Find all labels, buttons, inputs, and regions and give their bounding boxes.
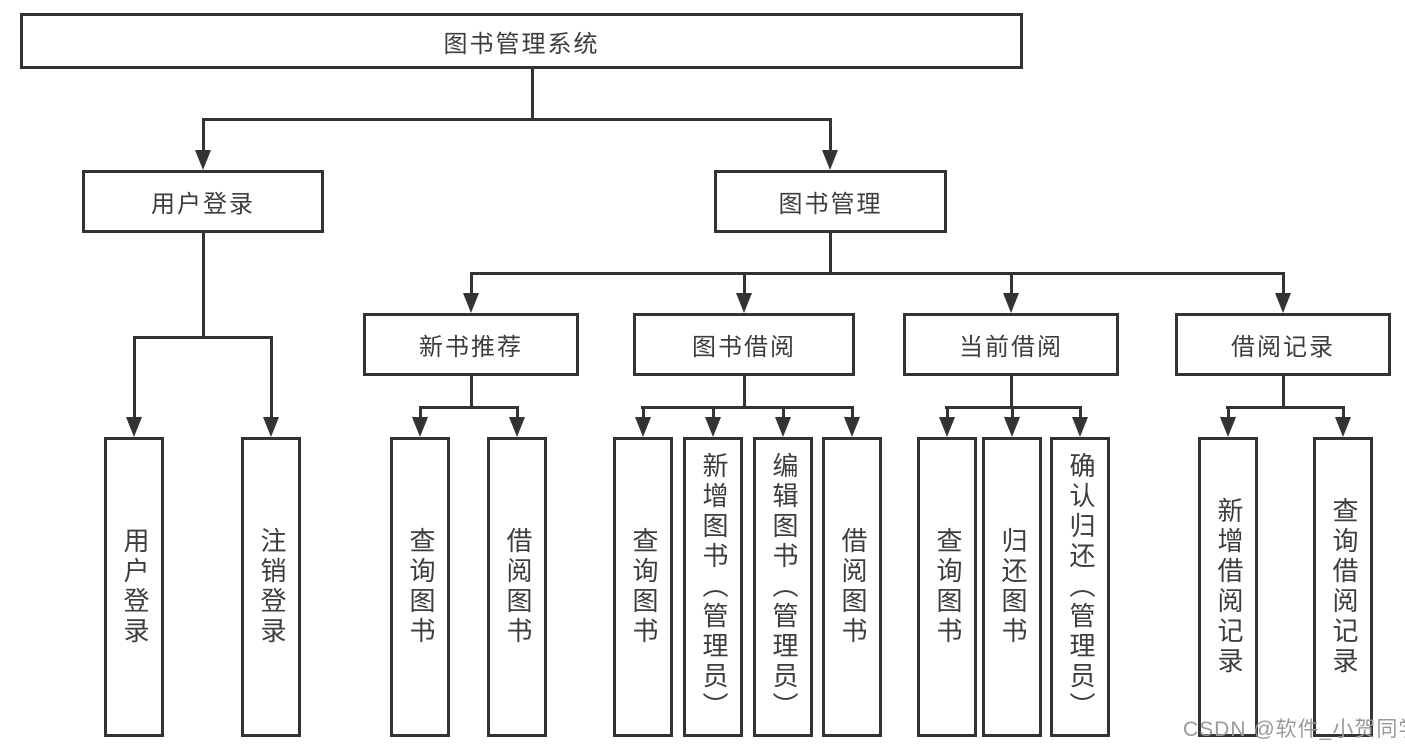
node-user-login-label: 用户登录	[151, 191, 255, 218]
arrow-down-icon	[509, 417, 525, 437]
connector-shaft-leaf	[1011, 406, 1014, 419]
arrow-down-icon	[263, 417, 279, 437]
connector-shaft-new-book	[470, 272, 473, 295]
connector-shaft-leaf	[516, 406, 519, 419]
node-current-borrow-label: 当前借阅	[959, 334, 1063, 361]
leaf-newbook-borrow-label: 借阅图书	[502, 527, 533, 647]
connector-stem-borrow-records	[1282, 376, 1285, 408]
arrow-down-icon	[1335, 417, 1351, 437]
connector-shaft-leaf	[782, 406, 785, 419]
leaf-current-confirm: 确认归还（管理员）	[1050, 437, 1110, 737]
connector-branch-borrow-records	[1226, 406, 1345, 409]
arrow-down-icon	[736, 293, 752, 313]
leaf-logout-label: 注销登录	[256, 527, 287, 647]
connector-stem-new-book	[470, 376, 473, 408]
leaf-newbook-query-label: 查询图书	[405, 527, 436, 647]
connector-shaft-leaf	[712, 406, 715, 419]
connector-shaft-book-borrow	[743, 272, 746, 295]
leaf-borrow-add: 新增图书（管理员）	[683, 437, 743, 737]
connector-branch-level3	[470, 272, 1285, 275]
leaf-user-login-label: 用户登录	[119, 527, 150, 647]
connector-shaft-leaf	[419, 406, 422, 419]
connector-stem-book-borrow	[743, 376, 746, 408]
arrow-down-icon	[705, 417, 721, 437]
arrow-down-icon	[126, 417, 142, 437]
arrow-down-icon	[1003, 293, 1019, 313]
connector-branch-level2	[202, 118, 832, 121]
node-book-borrow: 图书借阅	[633, 313, 855, 376]
node-borrow-records-label: 借阅记录	[1231, 334, 1335, 361]
arrow-down-icon	[1220, 417, 1236, 437]
leaf-borrow-add-label: 新增图书（管理员）	[698, 452, 729, 722]
connector-stem-root	[531, 69, 534, 118]
leaf-borrow-borrow: 借阅图书	[822, 437, 882, 737]
node-current-borrow: 当前借阅	[903, 313, 1119, 376]
arrow-down-icon	[1072, 417, 1088, 437]
connector-shaft-borrow-records	[1282, 272, 1285, 295]
node-new-book-rec-label: 新书推荐	[419, 334, 523, 361]
arrow-down-icon	[1004, 417, 1020, 437]
leaf-borrow-query-label: 查询图书	[628, 527, 659, 647]
leaf-user-login: 用户登录	[104, 437, 164, 737]
connector-shaft-logout	[270, 336, 273, 419]
connector-shaft-leaf	[1227, 406, 1230, 419]
leaf-newbook-borrow: 借阅图书	[487, 437, 547, 737]
leaf-borrow-edit-label: 编辑图书（管理员）	[768, 452, 799, 722]
arrow-down-icon	[775, 417, 791, 437]
leaf-borrow-query: 查询图书	[613, 437, 673, 737]
leaf-records-query-label: 查询借阅记录	[1328, 497, 1359, 677]
connector-shaft-user-login	[202, 118, 205, 152]
leaf-current-return: 归还图书	[982, 437, 1042, 737]
node-root: 图书管理系统	[20, 13, 1023, 69]
leaf-current-query: 查询图书	[917, 437, 977, 737]
node-book-borrow-label: 图书借阅	[692, 334, 796, 361]
leaf-records-query: 查询借阅记录	[1313, 437, 1373, 737]
node-root-label: 图书管理系统	[443, 30, 600, 58]
connector-branch-book-borrow	[641, 406, 854, 409]
connector-shaft-leaf	[1342, 406, 1345, 419]
connector-shaft-leaf	[642, 406, 645, 419]
connector-stem-user-login	[202, 233, 205, 336]
leaf-records-add-label: 新增借阅记录	[1213, 497, 1244, 677]
leaf-records-add: 新增借阅记录	[1198, 437, 1258, 737]
node-borrow-records: 借阅记录	[1175, 313, 1391, 376]
connector-shaft-login	[133, 336, 136, 419]
connector-stem-book-mgmt	[829, 233, 832, 274]
node-book-mgmt-label: 图书管理	[778, 191, 883, 218]
arrow-down-icon	[463, 293, 479, 313]
arrow-down-icon	[635, 417, 651, 437]
node-book-mgmt: 图书管理	[714, 170, 947, 233]
node-user-login: 用户登录	[82, 170, 324, 233]
watermark: CSDN @软件_小贺同学	[1183, 718, 1405, 741]
connector-shaft-current-borrow	[1010, 272, 1013, 295]
node-new-book-rec: 新书推荐	[363, 313, 579, 376]
arrow-down-icon	[1275, 293, 1291, 313]
arrow-down-icon	[412, 417, 428, 437]
connector-shaft-leaf	[946, 406, 949, 419]
leaf-current-query-label: 查询图书	[932, 527, 963, 647]
leaf-newbook-query: 查询图书	[390, 437, 450, 737]
leaf-borrow-borrow-label: 借阅图书	[837, 527, 868, 647]
arrow-down-icon	[195, 150, 211, 170]
connector-shaft-leaf	[1079, 406, 1082, 419]
connector-shaft-leaf	[851, 406, 854, 419]
leaf-borrow-edit: 编辑图书（管理员）	[753, 437, 813, 737]
leaf-logout: 注销登录	[241, 437, 301, 737]
connector-branch-user-login	[133, 336, 273, 339]
connector-shaft-book-mgmt	[829, 118, 832, 152]
arrow-down-icon	[939, 417, 955, 437]
leaf-current-confirm-label: 确认归还（管理员）	[1065, 452, 1096, 722]
leaf-current-return-label: 归还图书	[997, 527, 1028, 647]
connector-branch-new-book	[419, 406, 519, 409]
connector-stem-current-borrow	[1010, 376, 1013, 408]
arrow-down-icon	[822, 150, 838, 170]
arrow-down-icon	[844, 417, 860, 437]
